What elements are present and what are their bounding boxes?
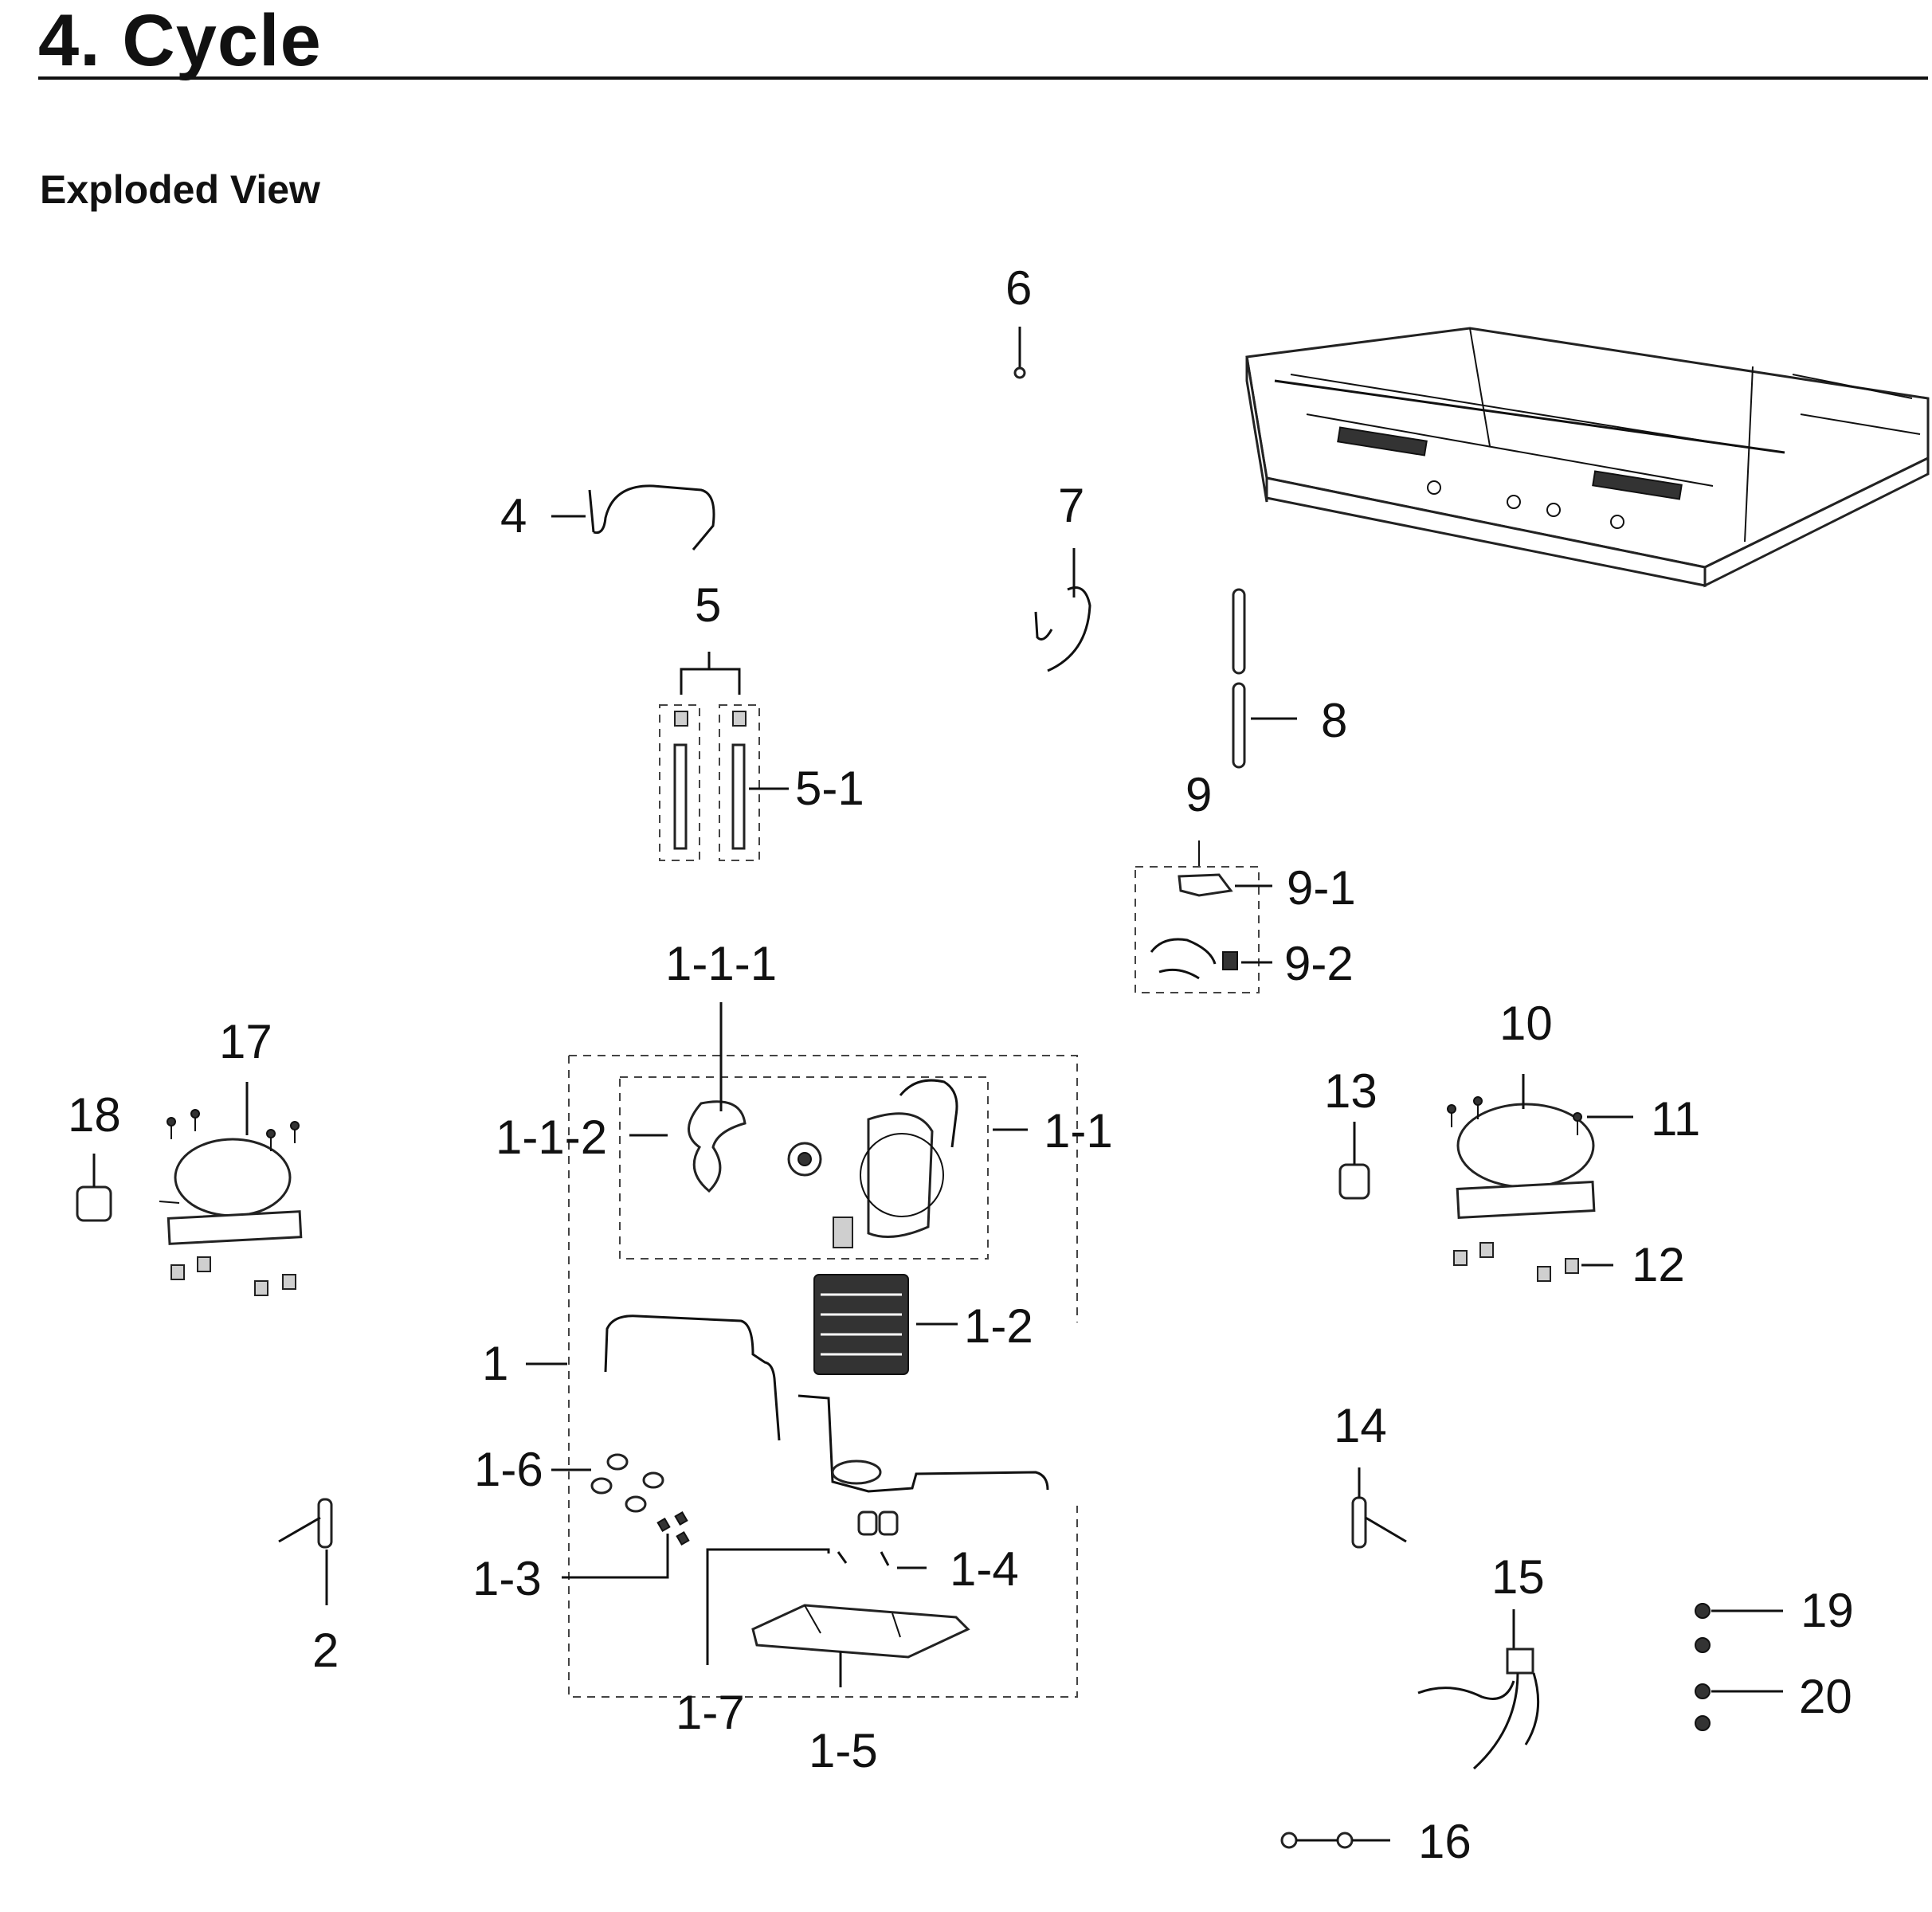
callout-1-2: 1-2 <box>964 1299 1033 1353</box>
part-1-6-grommets <box>551 1453 664 1513</box>
part-1-4-holders <box>706 1510 927 1665</box>
callout-8: 8 <box>1321 694 1347 747</box>
callout-15: 15 <box>1491 1550 1545 1604</box>
part-6-screw <box>1013 327 1026 379</box>
callout-4: 4 <box>500 489 527 543</box>
callout-14: 14 <box>1334 1399 1387 1452</box>
part-19-20-nuts <box>1695 1603 1783 1731</box>
callout-1-6: 1-6 <box>474 1443 543 1496</box>
callout-1-1: 1-1 <box>1044 1104 1113 1158</box>
callout-1: 1 <box>482 1337 508 1390</box>
callout-19: 19 <box>1801 1584 1854 1637</box>
part-13-relay <box>1338 1122 1370 1200</box>
assembly-1-boundary <box>568 1055 1078 1698</box>
callout-9: 9 <box>1185 768 1212 821</box>
callout-13: 13 <box>1324 1064 1377 1118</box>
callout-9-1: 9-1 <box>1287 861 1356 915</box>
callout-1-1-2: 1-1-2 <box>496 1111 607 1164</box>
part-9-assembly <box>1135 840 1272 993</box>
callout-2: 2 <box>312 1624 339 1677</box>
part-8-tubes <box>1232 588 1297 769</box>
part-4-pipe <box>551 484 715 550</box>
callout-5-1: 5-1 <box>795 762 864 815</box>
page-title: 4. Cycle <box>38 0 322 81</box>
callout-1-5: 1-5 <box>809 1724 878 1777</box>
section-subheading: Exploded View <box>40 167 320 212</box>
callout-16: 16 <box>1418 1815 1472 1868</box>
part-1-pipe-assembly <box>526 1314 1049 1493</box>
callout-1-1-1: 1-1-1 <box>665 937 777 990</box>
callout-1-4: 1-4 <box>950 1542 1019 1596</box>
part-7-pipe <box>1034 548 1091 672</box>
part-2-drier <box>278 1498 333 1605</box>
callout-20: 20 <box>1799 1670 1852 1723</box>
part-15-valve <box>1417 1609 1540 1770</box>
callout-7: 7 <box>1058 479 1084 532</box>
callout-10: 10 <box>1499 997 1553 1050</box>
part-1-5-drain-tray <box>751 1604 970 1687</box>
part-5-filter-driers <box>659 652 789 861</box>
callout-18: 18 <box>68 1088 121 1142</box>
callout-11: 11 <box>1651 1092 1700 1146</box>
part-18-relay <box>76 1154 112 1222</box>
part-1-3-clips <box>562 1510 690 1579</box>
part-10-compressor <box>1447 1074 1633 1282</box>
callout-1-3: 1-3 <box>472 1552 542 1605</box>
callout-9-2: 9-2 <box>1284 937 1354 990</box>
callout-5: 5 <box>695 578 721 632</box>
base-chassis-illustration <box>1245 327 1930 588</box>
part-16-fitting <box>1280 1832 1390 1849</box>
callout-12: 12 <box>1632 1238 1685 1291</box>
callout-6: 6 <box>1005 261 1032 315</box>
part-1-1-fan-assembly <box>629 1002 1028 1248</box>
callout-1-7: 1-7 <box>676 1686 745 1739</box>
part-1-2-evaporator <box>813 1274 958 1375</box>
part-17-compressor <box>159 1082 303 1296</box>
title-rule <box>38 76 1928 80</box>
part-14-drier <box>1351 1467 1407 1549</box>
callout-17: 17 <box>219 1015 272 1068</box>
